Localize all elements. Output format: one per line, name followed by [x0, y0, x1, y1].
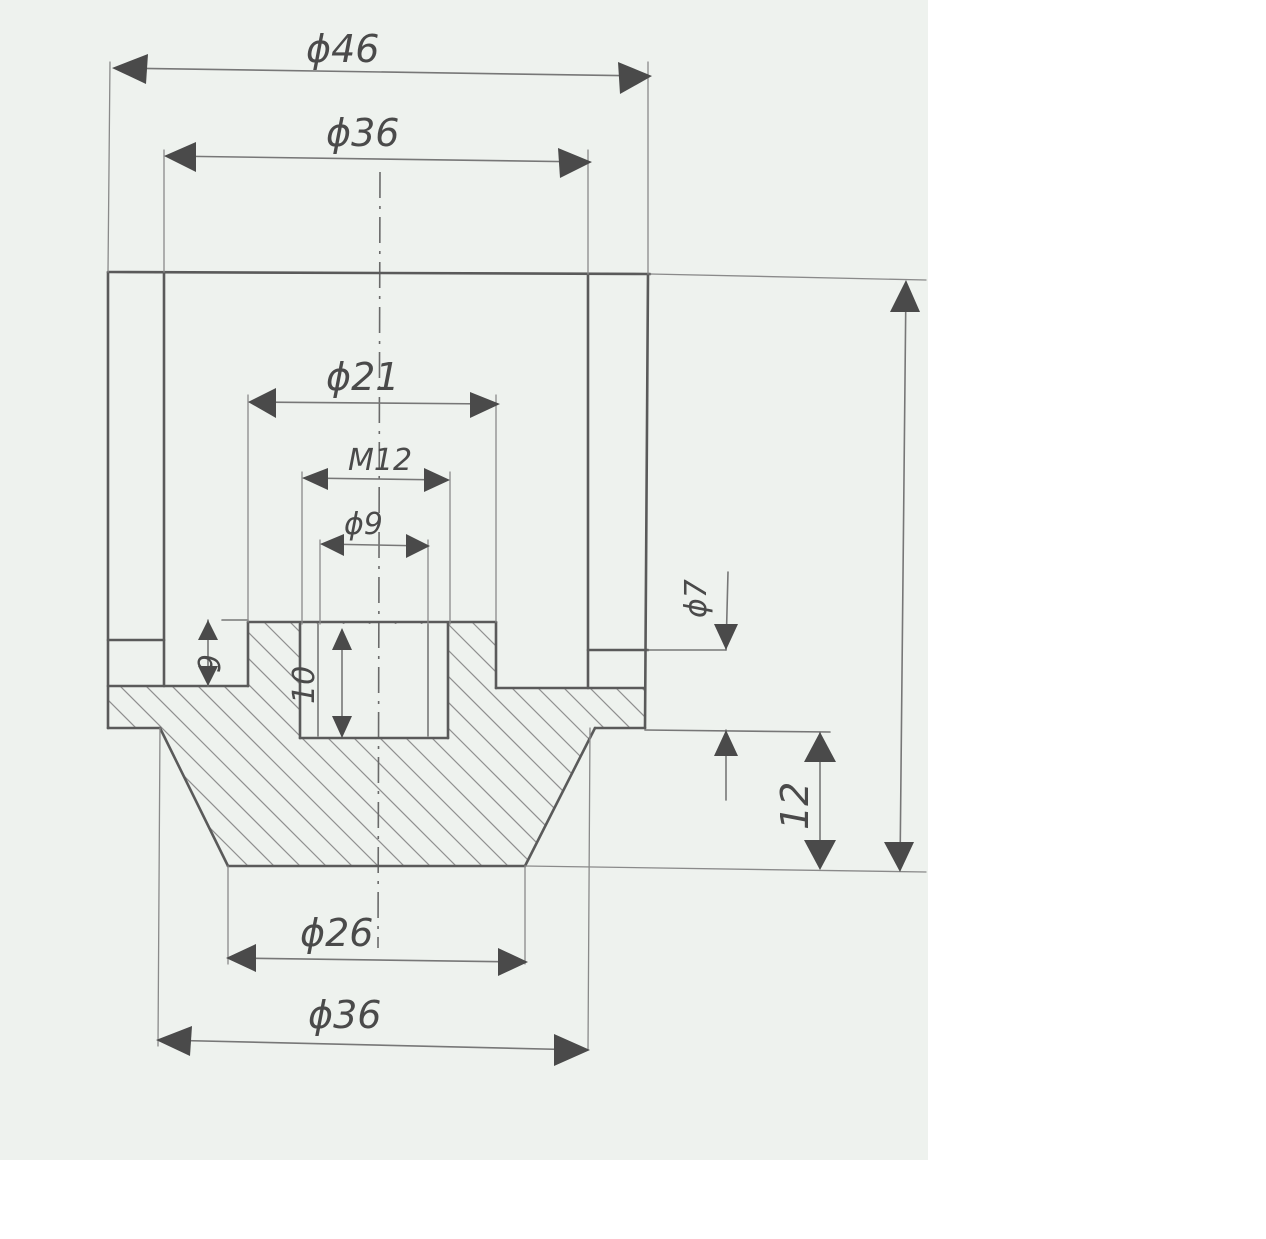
- hatch-line: [108, 622, 231, 866]
- hatch-line: [762, 600, 1062, 900]
- hatch-line: [0, 600, 100, 900]
- hatch-line: [163, 622, 465, 866]
- hatch-line: [605, 622, 645, 866]
- hatch-line: [371, 622, 645, 866]
- sketch-paper: [0, 0, 928, 1160]
- hatch-line: [553, 622, 645, 866]
- hatch-line: [267, 622, 569, 866]
- arrowheads: [112, 54, 920, 1066]
- dim-cone-bottom-diameter: ϕ26: [300, 911, 373, 955]
- dim-cone-height: 12: [773, 782, 817, 830]
- hatch-line: [710, 600, 1010, 900]
- dim-bore-diameter: ϕ21: [326, 355, 399, 399]
- hatch-line: [527, 622, 645, 866]
- hatch-line: [108, 622, 361, 866]
- hatch-line: [423, 622, 645, 866]
- hatch-line: [319, 622, 621, 866]
- hatch-line: [108, 622, 257, 866]
- hatch-line: [736, 600, 1036, 900]
- dim-base-diameter: ϕ36: [308, 993, 381, 1037]
- section-hatching: [0, 600, 1192, 900]
- hatch-line: [658, 600, 958, 900]
- dimension-lines: [115, 67, 907, 1051]
- dim-thread-core: ϕ9: [344, 507, 383, 542]
- hatch-line: [108, 622, 283, 866]
- hatch-line: [631, 622, 645, 866]
- hatch-line: [108, 622, 309, 866]
- extension-lines: [107, 61, 649, 1051]
- hatch-line: [108, 622, 335, 866]
- hatch-line: [137, 622, 439, 866]
- dim-outer-diameter-top: ϕ46: [306, 27, 379, 71]
- hatch-line: [501, 622, 645, 866]
- center-line: [377, 171, 381, 949]
- hatch-line: [108, 622, 205, 866]
- dim-bore-depth: 6: [190, 654, 225, 673]
- hatch-line: [840, 600, 1140, 900]
- hatch-line: [866, 600, 1166, 900]
- hatch-line: [111, 622, 413, 866]
- dim-thread: M12: [348, 443, 412, 478]
- hatch-line: [814, 600, 1114, 900]
- hatch-line: [788, 600, 1088, 900]
- dim-thread-depth: 10: [287, 666, 322, 704]
- dimension-labels: ϕ46 ϕ36 ϕ21 M12 ϕ9 6 10 ϕ7 12 ϕ26 ϕ36: [190, 27, 817, 1037]
- hatch-line: [397, 622, 645, 866]
- part-outline: [106, 270, 927, 873]
- dim-inner-diameter-top: ϕ36: [326, 111, 399, 155]
- hatch-line: [108, 622, 179, 866]
- hatch-line: [892, 600, 1192, 900]
- hatch-line: [241, 622, 543, 866]
- hatch-line: [108, 622, 153, 866]
- dim-hole-diameter: ϕ7: [679, 579, 714, 618]
- hatch-line: [215, 622, 517, 866]
